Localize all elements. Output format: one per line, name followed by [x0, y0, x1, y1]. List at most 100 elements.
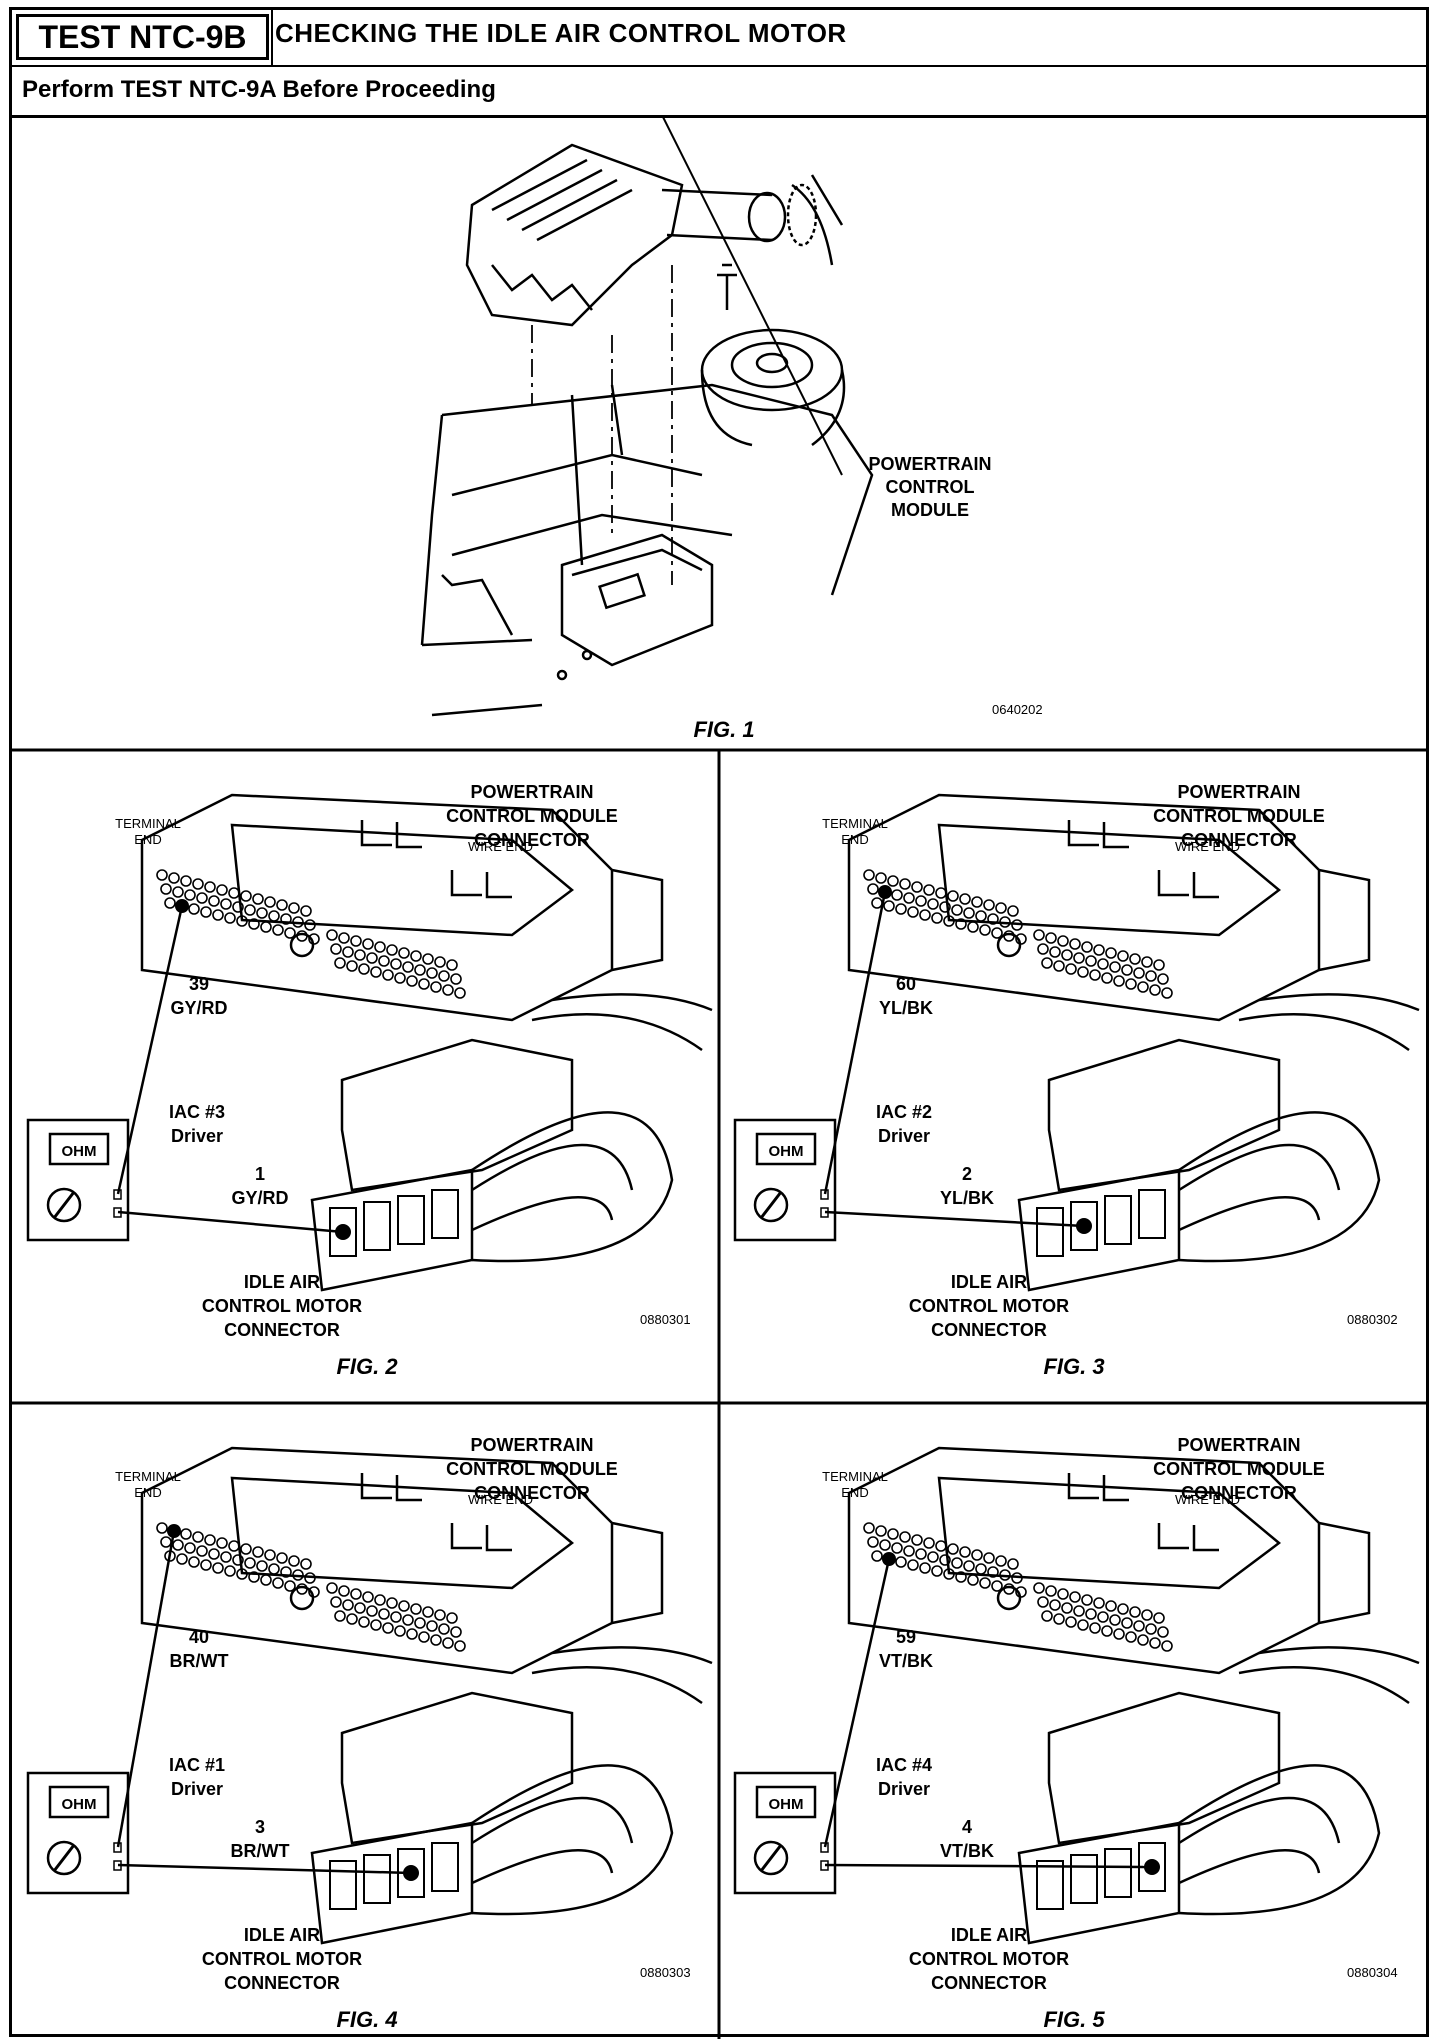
pcm-pin	[220, 898, 232, 910]
pcm-pin	[362, 938, 374, 950]
pcm-pin	[252, 893, 264, 905]
pcm-latch-tabs	[1067, 820, 1219, 899]
pcm-pin	[216, 884, 228, 896]
pcm-pin	[891, 889, 903, 901]
pcm-pin	[414, 1617, 426, 1629]
pcm-pin	[919, 1562, 931, 1574]
pcm-pin	[180, 1528, 192, 1540]
pcm-pin	[418, 978, 430, 990]
iac-wire-color: GY/RD	[231, 1188, 288, 1208]
ohmmeter-dial	[46, 1840, 82, 1876]
pcm-callout-line1: POWERTRAIN	[869, 454, 992, 474]
pcm-pin	[1141, 956, 1153, 968]
pcm-pin	[911, 1534, 923, 1546]
pcm-pin	[200, 906, 212, 918]
pcm-connector-end	[611, 868, 664, 972]
terminal-end-label-line2: END	[841, 1485, 868, 1500]
pcm-pin	[959, 893, 971, 905]
pcm-pin	[931, 1565, 943, 1577]
iac-pin-slot	[329, 1860, 357, 1910]
pcm-pin	[1145, 970, 1157, 982]
pcm-pin	[1061, 1602, 1073, 1614]
pcm-pin	[1049, 946, 1061, 958]
iac-pin-number: 1	[255, 1164, 265, 1184]
pcm-pin	[362, 1591, 374, 1603]
pcm-pin	[867, 883, 879, 895]
pcm-pin	[1057, 1588, 1069, 1600]
pcm-pin	[188, 903, 200, 915]
pcm-pin	[923, 1537, 935, 1549]
pcm-pin	[390, 958, 402, 970]
pcm-pin	[220, 1551, 232, 1563]
pcm-pin	[374, 941, 386, 953]
pcm-key-hole	[996, 1585, 1022, 1611]
iac-wire-loops	[1178, 1111, 1381, 1263]
iac-pin-slot	[1036, 1207, 1064, 1257]
pcm-pin	[927, 898, 939, 910]
iac-connector-label-line3: CONNECTOR	[224, 1973, 340, 1993]
pcm-pin	[442, 984, 454, 996]
pcm-pin	[244, 1557, 256, 1569]
pcm-pin	[943, 915, 955, 927]
iac-connector-label-line1: IDLE AIR	[244, 1272, 320, 1292]
pcm-pin	[1049, 1599, 1061, 1611]
pcm-pin	[907, 1559, 919, 1571]
pcm-pin	[390, 1611, 402, 1623]
pcm-pin	[887, 875, 899, 887]
iac-connector-label-line1: IDLE AIR	[951, 1272, 1027, 1292]
pcm-pin	[184, 1542, 196, 1554]
pcm-pin	[204, 1534, 216, 1546]
iac-driver-id: IAC #3	[169, 1102, 225, 1122]
pcm-pin	[172, 886, 184, 898]
fender-panel	[420, 383, 874, 646]
ohmmeter-body	[26, 1118, 130, 1242]
pcm-pin	[1065, 1616, 1077, 1628]
pcm-pin	[927, 1551, 939, 1563]
probe-lead-iac	[824, 1210, 1085, 1228]
pcm-pin	[1157, 973, 1169, 985]
fig2-code: 0880301	[640, 1312, 691, 1327]
iac-pin-slot	[431, 1189, 459, 1239]
pcm-pin	[1003, 930, 1015, 942]
pcm-pin	[232, 1554, 244, 1566]
pcm-pin	[208, 895, 220, 907]
pcm-callout-leader	[661, 115, 843, 476]
terminal-end-label-line2: END	[134, 1485, 161, 1500]
pcm-pin	[272, 924, 284, 936]
pcm-pin	[272, 1577, 284, 1589]
pcm-pin	[1037, 943, 1049, 955]
pcm-pin	[280, 1566, 292, 1578]
iac-pin-number: 4	[962, 1817, 972, 1837]
pcm-pin	[454, 1640, 466, 1652]
pcm-module	[560, 533, 714, 667]
iac-pin-slot	[1036, 1860, 1064, 1910]
pcm-pin	[168, 872, 180, 884]
pcm-pin	[164, 897, 176, 909]
duct-outlet	[747, 191, 787, 243]
pcm-pin	[899, 1531, 911, 1543]
pcm-pin	[1053, 1613, 1065, 1625]
pcm-pin-rows	[863, 869, 1173, 999]
pcm-pin	[987, 913, 999, 925]
pcm-pin	[330, 943, 342, 955]
pcm-pin	[1129, 1606, 1141, 1618]
pcm-pin	[334, 1610, 346, 1622]
pcm-connector-end	[611, 1521, 664, 1625]
pcm-pin	[863, 1522, 875, 1534]
pcm-pin	[971, 896, 983, 908]
pcm-pin	[438, 1623, 450, 1635]
pcm-connector-label-line1: POWERTRAIN	[1178, 1435, 1301, 1455]
pcm-pin	[895, 1556, 907, 1568]
pcm-connector-end	[1318, 1521, 1371, 1625]
ohmmeter-body	[26, 1771, 130, 1895]
pcm-pin	[300, 905, 312, 917]
pcm-pin	[1125, 978, 1137, 990]
probe-lead-pcm	[116, 905, 184, 1195]
pcm-pin	[1113, 975, 1125, 987]
pcm-pin	[402, 961, 414, 973]
pcm-pin	[1097, 1611, 1109, 1623]
fig1-illustration	[420, 115, 874, 717]
pcm-pin	[180, 875, 192, 887]
pcm-pin	[939, 901, 951, 913]
